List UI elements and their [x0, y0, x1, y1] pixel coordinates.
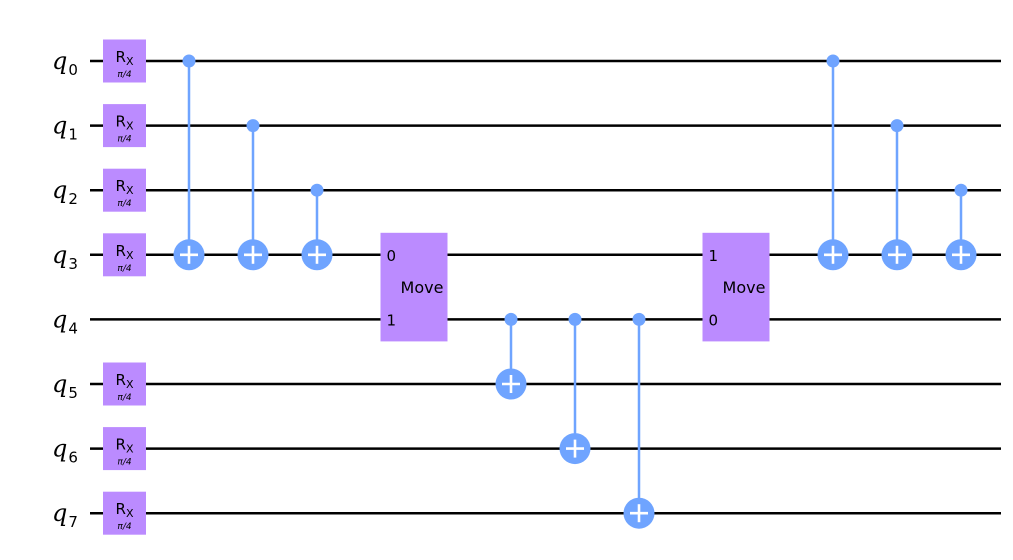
- cnot-control-dot: [310, 183, 324, 197]
- move-gate-port-label: 0: [387, 247, 397, 265]
- move-gate-box: [380, 232, 448, 342]
- rx-gate-param: π/4: [117, 393, 131, 403]
- move-gate-box: [702, 232, 770, 342]
- rx-gate-box: [103, 233, 146, 277]
- cnot-control-dot: [568, 312, 582, 326]
- cnot-control-dot: [182, 54, 196, 68]
- rx-gate-param: π/4: [117, 199, 131, 209]
- qubit-label-1: q1: [52, 112, 78, 144]
- cnot-gate: [945, 183, 977, 271]
- cnot-control-dot: [890, 119, 904, 133]
- cnot-gate: [559, 312, 591, 465]
- move-gate-label: Move: [723, 278, 766, 297]
- cnot-gate: [237, 119, 269, 271]
- cnot-gate: [881, 119, 913, 271]
- qubit-label-6: q6: [52, 435, 78, 467]
- cnot-control-dot: [246, 119, 260, 133]
- rx-gate: RXπ/4: [103, 104, 146, 148]
- rx-gate: RXπ/4: [103, 362, 146, 406]
- rx-gate-box: [103, 491, 146, 535]
- rx-gate-box: [103, 168, 146, 212]
- qubit-label-3: q3: [52, 241, 78, 273]
- qubit-label-5: q5: [52, 370, 78, 402]
- cnot-control-dot: [632, 312, 646, 326]
- rx-gate-param: π/4: [117, 522, 131, 532]
- cnot-gate: [623, 312, 655, 529]
- rx-gate-box: [103, 427, 146, 471]
- move-gate-label: Move: [401, 278, 444, 297]
- cnot-gate: [301, 183, 333, 271]
- rx-gate-box: [103, 104, 146, 148]
- cnot-gate: [173, 54, 205, 271]
- rx-gate-box: [103, 362, 146, 406]
- rx-gate-box: [103, 39, 146, 83]
- rx-gate-param: π/4: [117, 458, 131, 468]
- cnot-control-dot: [826, 54, 840, 68]
- qubit-label-7: q7: [52, 499, 78, 531]
- rx-gate-param: π/4: [117, 264, 131, 274]
- rx-gate: RXπ/4: [103, 39, 146, 83]
- qubit-label-0: q0: [52, 47, 78, 79]
- cnot-control-dot: [954, 183, 968, 197]
- cnot-gate: [817, 54, 849, 271]
- rx-gate: RXπ/4: [103, 427, 146, 471]
- cnot-gate: [495, 312, 527, 400]
- rx-gate: RXπ/4: [103, 233, 146, 277]
- qubit-label-4: q4: [52, 305, 78, 337]
- move-gate-port-label: 1: [387, 311, 397, 329]
- rx-gate: RXπ/4: [103, 168, 146, 212]
- cnot-control-dot: [504, 312, 518, 326]
- move-gate-port-label: 0: [709, 311, 719, 329]
- qubit-label-2: q2: [52, 176, 78, 208]
- rx-gate: RXπ/4: [103, 491, 146, 535]
- rx-gate-param: π/4: [117, 70, 131, 80]
- rx-gate-param: π/4: [117, 135, 131, 145]
- move-gate-port-label: 1: [709, 247, 719, 265]
